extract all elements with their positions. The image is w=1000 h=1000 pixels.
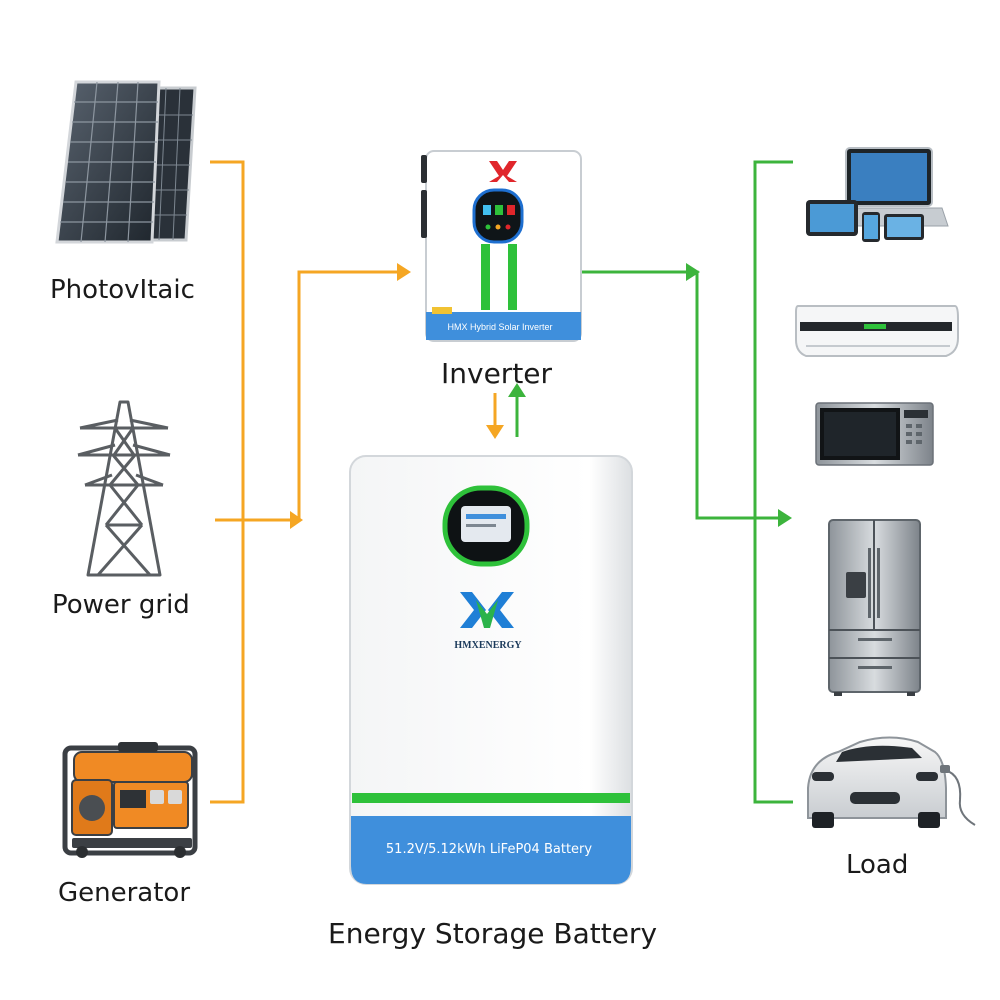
- load-label: Load: [846, 850, 909, 880]
- inverter-device: HMX Hybrid Solar Inverter: [421, 150, 582, 342]
- inverter-logo: [489, 161, 517, 182]
- electric-car-icon: [807, 736, 976, 828]
- generator-label: Generator: [58, 878, 191, 908]
- inverter-out-line: [580, 270, 785, 520]
- output-flow-arrows: [508, 263, 792, 527]
- refrigerator-icon: [828, 519, 921, 696]
- front-solar-panel: [55, 80, 161, 244]
- inverter-label: Inverter: [441, 357, 553, 390]
- phone-icon: [862, 212, 880, 242]
- power-tower-icon: [77, 400, 171, 577]
- air-conditioner-icon: [795, 305, 959, 357]
- inverter-screen: [472, 188, 524, 244]
- input-flow-arrows: [290, 263, 504, 529]
- arrow-down-icon: [486, 425, 504, 439]
- photovoltaic-label: PhotovItaic: [50, 275, 195, 305]
- combined-flow-line: [243, 270, 400, 522]
- inverter-banner-text: HMX Hybrid Solar Inverter: [447, 322, 552, 332]
- hmx-logo: [460, 592, 514, 628]
- power-grid-label: Power grid: [52, 590, 190, 620]
- load-bus-line: [753, 160, 793, 804]
- input-flow-lines: [210, 160, 497, 804]
- tablet-icon: [884, 214, 924, 240]
- battery-device: HMXENERGY 51.2V/5.12kWh LiFeP04 Battery: [349, 455, 633, 885]
- arrow-right-icon: [290, 511, 303, 529]
- output-flow-lines: [515, 160, 793, 804]
- pv-flow-line: [210, 160, 245, 804]
- laptop-icon: [806, 147, 949, 242]
- battery-brand-text: HMXENERGY: [454, 640, 522, 651]
- solar-panel-icon: [55, 80, 197, 244]
- arrow-right-icon: [397, 263, 411, 281]
- battery-banner-text: 51.2V/5.12kWh LiFeP04 Battery: [386, 842, 592, 857]
- arrow-right-icon: [686, 263, 700, 281]
- battery-label: Energy Storage Battery: [328, 917, 658, 950]
- generator-icon: [62, 742, 198, 858]
- arrow-right-icon: [778, 509, 792, 527]
- tablet-icon: [806, 200, 858, 236]
- microwave-icon: [815, 402, 934, 466]
- arrow-up-icon: [508, 383, 526, 397]
- charging-cable-icon: [944, 769, 976, 826]
